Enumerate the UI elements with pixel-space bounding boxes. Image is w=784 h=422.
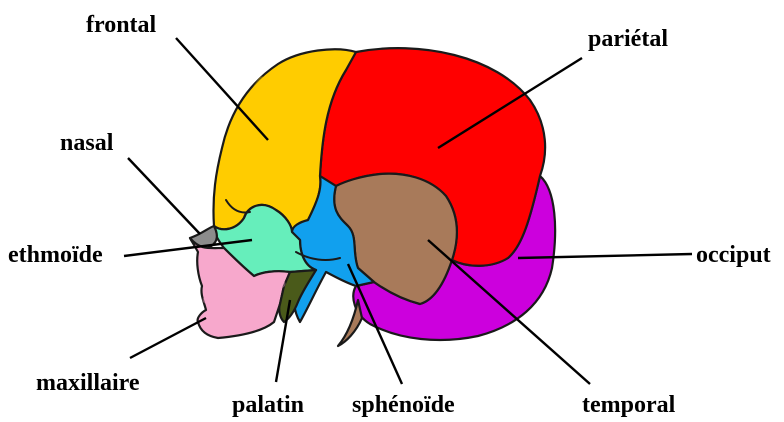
label-temporal: temporal — [582, 392, 676, 418]
leader-maxillaire — [130, 318, 206, 358]
label-ethmoide: ethmoïde — [8, 242, 103, 268]
bone-sphenoide-process — [338, 300, 362, 346]
label-nasal: nasal — [60, 130, 114, 156]
label-maxillaire: maxillaire — [36, 370, 140, 396]
label-occiput: occiput — [696, 242, 771, 268]
label-frontal: frontal — [86, 12, 157, 38]
label-sphenoide: sphénoïde — [352, 392, 455, 418]
label-parietal: pariétal — [588, 26, 668, 52]
label-palatin: palatin — [232, 392, 304, 418]
leader-nasal — [128, 158, 200, 234]
